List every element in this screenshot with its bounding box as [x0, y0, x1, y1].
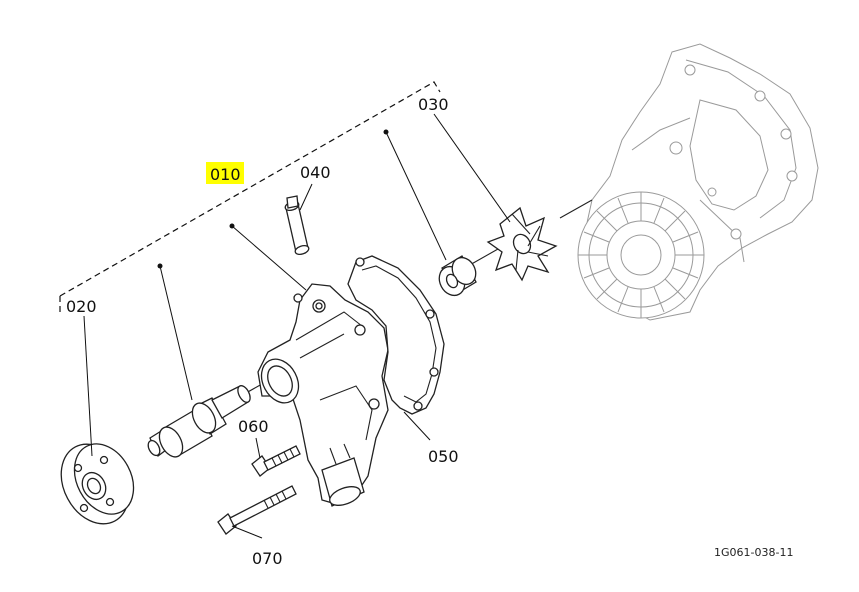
engine-housing: [577, 43, 819, 321]
housing-cover: [577, 191, 705, 319]
impeller-part: [486, 206, 558, 282]
shaft-bearing-part: [147, 385, 251, 458]
pump-body-part: [257, 283, 389, 507]
callout-030[interactable]: 030: [418, 95, 449, 114]
long-bolt-part: [217, 485, 297, 535]
callout-070[interactable]: 070: [252, 549, 283, 568]
leader-lines: [83, 113, 511, 539]
flange-part: [60, 443, 135, 525]
callout-060[interactable]: 060: [238, 417, 269, 436]
assembly-bracket: [59, 81, 441, 316]
short-bolt-part: [251, 445, 301, 477]
callout-050[interactable]: 050: [428, 447, 459, 466]
callout-010[interactable]: 010: [210, 165, 241, 184]
label-highlight: [206, 162, 244, 184]
gasket-part: [347, 255, 445, 415]
seal-part: [438, 255, 477, 297]
callout-020[interactable]: 020: [66, 297, 97, 316]
document-id: 1G061-038-11: [714, 546, 793, 559]
pin-part: [284, 195, 310, 256]
callout-040[interactable]: 040: [300, 163, 331, 182]
